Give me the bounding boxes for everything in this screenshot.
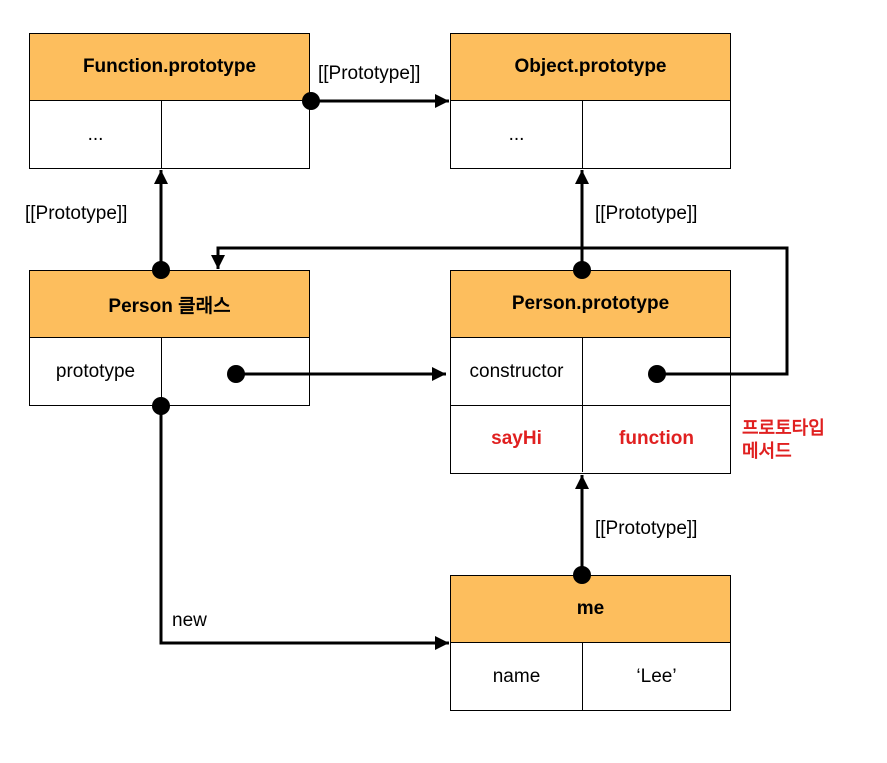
- object-prototype-title: Object.prototype: [451, 34, 730, 101]
- me-key: name: [451, 643, 583, 710]
- person-prototype-key-constructor: constructor: [451, 338, 583, 405]
- person-class-key: prototype: [30, 338, 162, 405]
- me-box: me name ‘Lee’: [450, 575, 731, 711]
- dot-prototype-value: [227, 365, 245, 383]
- function-prototype-key: ...: [30, 101, 162, 168]
- note-line-2: 메서드: [742, 441, 792, 461]
- person-prototype-value-sayhi: function: [619, 428, 694, 449]
- function-prototype-row: ...: [30, 101, 309, 168]
- dot-function-prototype: [302, 92, 320, 110]
- arrow-new: [159, 406, 449, 650]
- prototype-method-note: 프로토타입 메서드: [742, 417, 825, 463]
- dot-me-top: [573, 566, 591, 584]
- person-prototype-key-sayhi: sayHi: [451, 406, 583, 472]
- object-prototype-box: Object.prototype ...: [450, 33, 731, 169]
- label-proto-me-to-personproto: [[Prototype]]: [595, 518, 698, 539]
- me-title: me: [451, 576, 730, 643]
- arrow-constructor-to-class: [211, 246, 789, 376]
- person-class-title: Person 클래스: [30, 271, 309, 338]
- person-prototype-title: Person.prototype: [451, 271, 730, 338]
- label-new: new: [172, 610, 207, 631]
- person-class-row: prototype: [30, 338, 309, 405]
- object-prototype-row: ...: [451, 101, 730, 168]
- function-prototype-title: Function.prototype: [30, 34, 309, 101]
- person-prototype-box: Person.prototype constructor sayHi funct…: [450, 270, 731, 474]
- dot-person-class-bottom: [152, 397, 170, 415]
- function-prototype-box: Function.prototype ...: [29, 33, 310, 169]
- label-proto-personproto-to-object: [[Prototype]]: [595, 203, 698, 224]
- object-prototype-key: ...: [451, 101, 583, 168]
- me-value: ‘Lee’: [636, 665, 677, 687]
- person-prototype-row-sayhi: sayHi function: [451, 405, 730, 472]
- label-proto-function-to-object: [[Prototype]]: [318, 63, 421, 84]
- person-prototype-row-constructor: constructor: [451, 338, 730, 405]
- label-proto-class-to-function: [[Prototype]]: [25, 203, 128, 224]
- person-class-box: Person 클래스 prototype: [29, 270, 310, 406]
- dot-person-prototype-top: [573, 261, 591, 279]
- dot-constructor-value: [648, 365, 666, 383]
- note-line-1: 프로토타입: [742, 418, 825, 438]
- me-row: name ‘Lee’: [451, 643, 730, 710]
- dot-person-class-top: [152, 261, 170, 279]
